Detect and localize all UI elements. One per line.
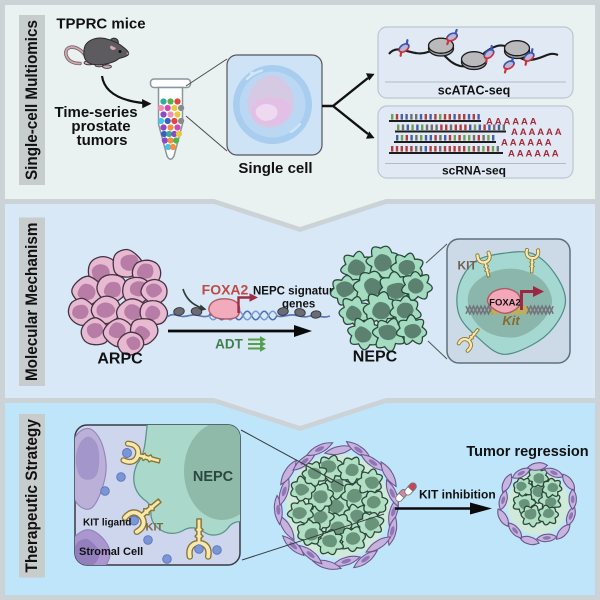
svg-text:scATAC-seq: scATAC-seq — [438, 84, 510, 98]
svg-text:KIT: KIT — [458, 259, 478, 273]
svg-text:Single-cell Multiomics: Single-cell Multiomics — [23, 20, 41, 180]
svg-text:Therapeutic Strategy: Therapeutic Strategy — [23, 418, 41, 572]
svg-text:KIT: KIT — [146, 522, 164, 534]
svg-text:ARPC: ARPC — [97, 351, 143, 368]
svg-text:genes: genes — [282, 299, 315, 311]
svg-text:tumors: tumors — [77, 132, 128, 149]
svg-text:ADT: ADT — [215, 337, 243, 352]
svg-text:NEPC: NEPC — [193, 469, 234, 485]
svg-text:FOXA2: FOXA2 — [202, 282, 249, 298]
svg-text:Tumor regression: Tumor regression — [466, 444, 588, 460]
svg-text:AAAAAA: AAAAAA — [511, 127, 564, 138]
svg-text:AAAAAA: AAAAAA — [486, 117, 539, 128]
svg-text:NEPC: NEPC — [353, 349, 398, 366]
svg-text:Single cell: Single cell — [238, 160, 312, 177]
svg-text:Stromal Cell: Stromal Cell — [79, 546, 143, 558]
svg-text:FOXA2: FOXA2 — [489, 298, 521, 309]
svg-text:Molecular Mechanism: Molecular Mechanism — [23, 223, 41, 382]
svg-text:scRNA-seq: scRNA-seq — [442, 164, 506, 178]
svg-text:prostate: prostate — [71, 118, 130, 135]
svg-text:NEPC signature: NEPC signature — [253, 286, 340, 298]
svg-text:Time-series: Time-series — [54, 104, 137, 121]
svg-text:TPPRC mice: TPPRC mice — [56, 16, 145, 33]
svg-text:AAAAAA: AAAAAA — [508, 149, 561, 160]
svg-text:KIT inhibition: KIT inhibition — [419, 488, 496, 502]
svg-text:KIT ligand: KIT ligand — [83, 518, 131, 529]
svg-text:AAAAAA: AAAAAA — [501, 138, 554, 149]
svg-text:Kit: Kit — [502, 313, 520, 328]
